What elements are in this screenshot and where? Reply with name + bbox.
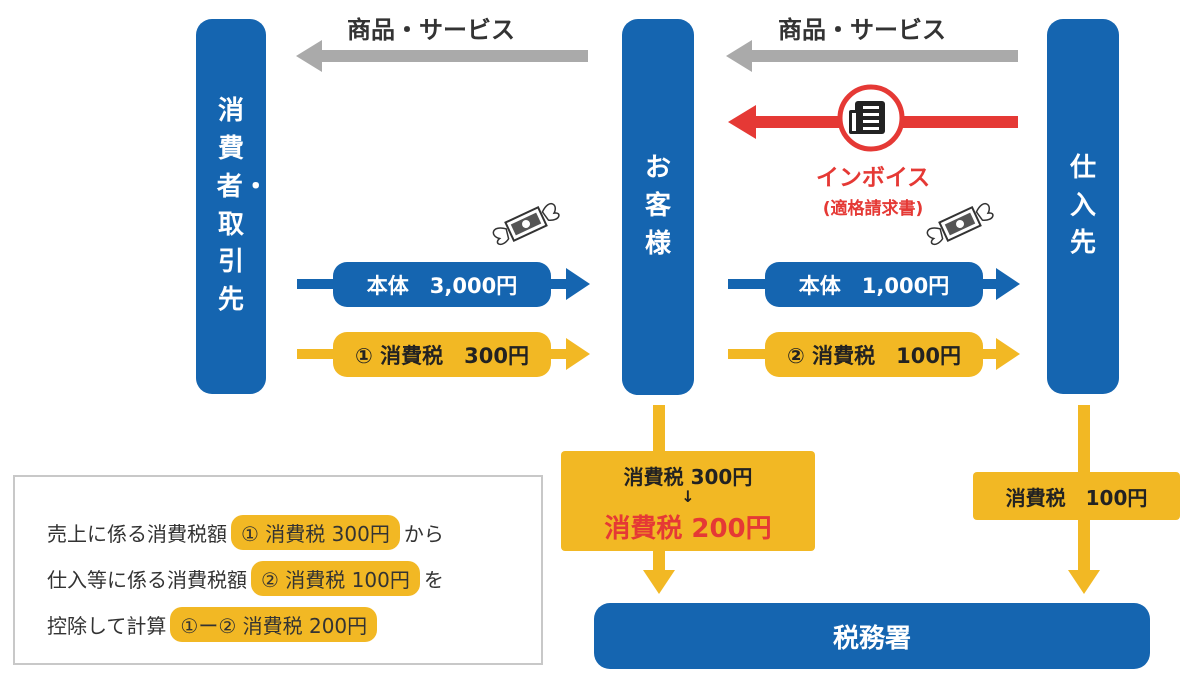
summary-text: 売上に係る消費税額: [47, 521, 227, 546]
summary-line-1: 売上に係る消費税額 ① 消費税 300円 から: [47, 513, 541, 551]
right-body-amount: 本体 1,000円: [765, 262, 983, 307]
goods-arrow-left: [296, 40, 588, 72]
goods-label-right: 商品・サービス: [778, 16, 946, 44]
summary-text: から: [403, 521, 444, 546]
invoice-document-icon: [837, 84, 905, 152]
summary-highlight: ①ー② 消費税 200円: [170, 606, 378, 642]
customer-tax-box: 消費税 300円 ↓ 消費税 200円: [561, 451, 815, 551]
goods-arrow-right: [726, 40, 1018, 72]
tax-office-box: 税務署: [594, 603, 1150, 669]
consumer-column: 消費者・取引先: [196, 19, 269, 394]
invoice-label: インボイス (適格請求書): [790, 158, 956, 219]
summary-highlight: ① 消費税 300円: [231, 514, 400, 550]
summary-line-2: 仕入等に係る消費税額 ② 消費税 100円 を: [47, 559, 541, 597]
supplier-tax-box: 消費税 100円: [973, 472, 1180, 520]
summary-text: 控除して計算: [47, 613, 167, 638]
summary-line-3: 控除して計算 ①ー② 消費税 200円: [47, 605, 541, 643]
invoice-title: インボイス: [815, 165, 931, 191]
left-body-amount: 本体 3,000円: [333, 262, 551, 307]
invoice-subtitle: (適格請求書): [822, 199, 924, 219]
summary-highlight: ② 消費税 100円: [251, 560, 420, 596]
supplier-label: 仕入先: [1069, 152, 1096, 259]
supplier-column: 仕入先: [1047, 19, 1119, 394]
customer-tax-before: 消費税 300円: [623, 465, 753, 489]
summary-box: 売上に係る消費税額 ① 消費税 300円 から 仕入等に係る消費税額 ② 消費税…: [13, 475, 543, 665]
flying-money-icon: [492, 203, 560, 246]
goods-label-left: 商品・サービス: [347, 16, 515, 44]
summary-text: 仕入等に係る消費税額: [47, 567, 247, 592]
small-down-arrow-icon: ↓: [681, 487, 695, 506]
customer-column: お客様: [622, 19, 694, 395]
consumer-label: 消費者・取引先: [216, 96, 269, 315]
flying-money-icon: [926, 203, 994, 246]
customer-tax-after: 消費税 200円: [604, 514, 772, 544]
summary-text: を: [423, 567, 444, 592]
customer-label: お客様: [644, 153, 671, 259]
left-tax-amount: ① 消費税 300円: [333, 332, 551, 377]
right-tax-amount: ② 消費税 100円: [765, 332, 983, 377]
